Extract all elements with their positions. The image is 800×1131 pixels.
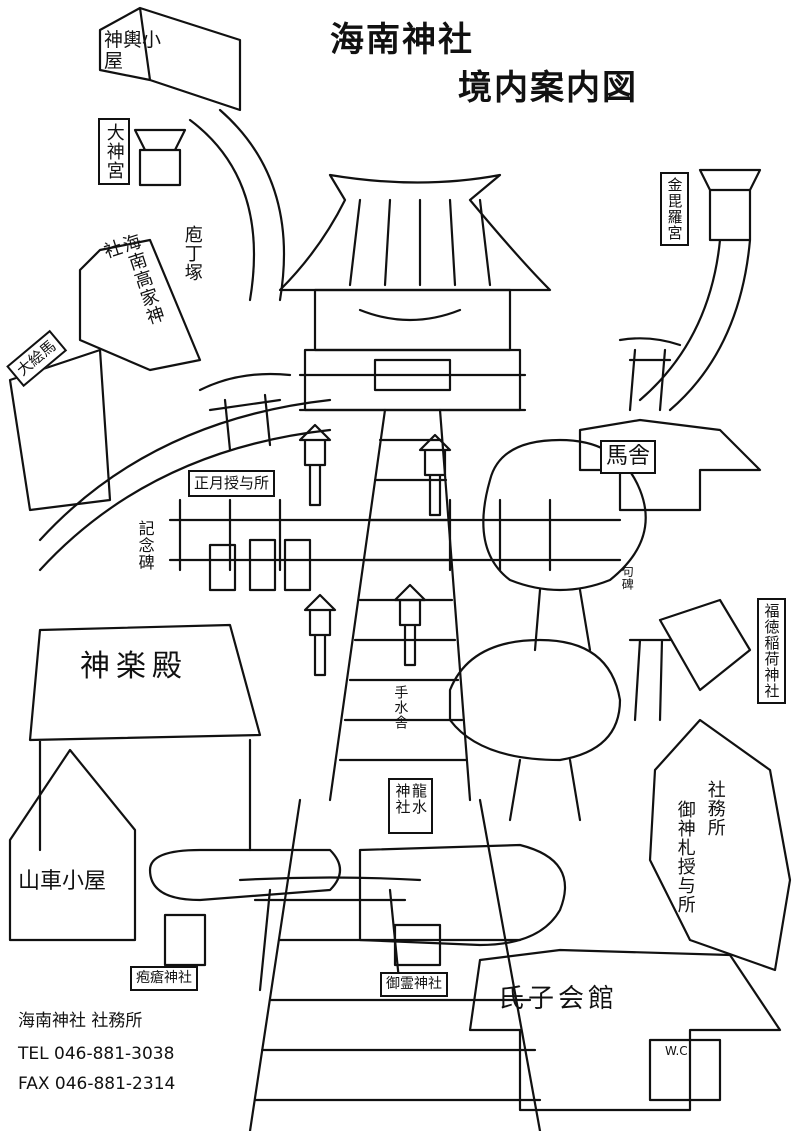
label-shamusho: 社務所 [704, 780, 726, 837]
label-ryusui-jinja: 龍水神社 [388, 778, 433, 834]
label-chozuya: 手水舎 [392, 685, 409, 730]
central-stairs-drawing [248, 408, 542, 1131]
label-kinenhi: 記念碑 [135, 520, 155, 571]
label-kuhi: 句碑 [620, 565, 635, 591]
dashi-koya-drawing [8, 748, 137, 942]
label-goryo-jinja: 御霊神社 [380, 972, 448, 998]
label-fukutoku-inari: 福徳稲荷神社 [757, 598, 786, 704]
label-hocho-zuka: 庖丁塚 [181, 225, 203, 282]
lanterns-drawing [208, 423, 452, 677]
contact-office: 海南神社 社務所 [18, 1011, 143, 1031]
map-subtitle: 境内案内図 [458, 68, 638, 108]
daijingu-drawing [133, 128, 187, 187]
label-daijingu: 大神宮 [98, 118, 130, 185]
takaie-building-drawing [78, 238, 202, 372]
pond-right-drawing [358, 843, 567, 947]
label-dashi-koya: 山車小屋 [18, 869, 107, 894]
konpiragu-drawing [638, 168, 762, 412]
bridge-drawing [38, 398, 332, 572]
contact-fax: FAX 046-881-2314 [18, 1074, 176, 1094]
fence-drawing [168, 498, 622, 572]
shamusho-drawing [648, 718, 792, 972]
small-shrines-drawing [163, 913, 442, 967]
pond-left-drawing [148, 848, 342, 902]
main-shrine-drawing [278, 173, 552, 412]
left-torii-drawing [198, 372, 292, 452]
label-wc: W.C [665, 1044, 688, 1058]
label-hoso-jinja: 疱瘡神社 [130, 966, 198, 992]
contact-tel: TEL 046-881-3038 [18, 1044, 175, 1064]
ema-board-drawing [8, 348, 112, 512]
label-mikoshi-koya: 神輿小屋 [104, 29, 162, 72]
tree-lower-drawing [448, 638, 622, 822]
front-torii-drawing [238, 876, 422, 992]
label-ofuda-juyosho: 御神札授与所 [674, 800, 696, 914]
wc-sign-drawing [648, 1038, 722, 1102]
label-shogatsu-juyosho: 正月授与所 [188, 470, 276, 497]
label-umaya: 馬舎 [600, 440, 657, 475]
label-ujiko-kaikan: 氏子会館 [498, 984, 619, 1014]
left-stairs-drawing [188, 108, 286, 302]
ujiko-kaikan-drawing [468, 948, 782, 1112]
label-konpiragu: 金毘羅宮 [660, 172, 689, 246]
inari-drawing [628, 598, 752, 722]
label-kaguraden: 神楽殿 [80, 649, 188, 684]
right-torii-drawing [618, 337, 682, 412]
mikoshi-koya-drawing [98, 6, 242, 112]
map-title: 海南神社 [330, 20, 474, 60]
